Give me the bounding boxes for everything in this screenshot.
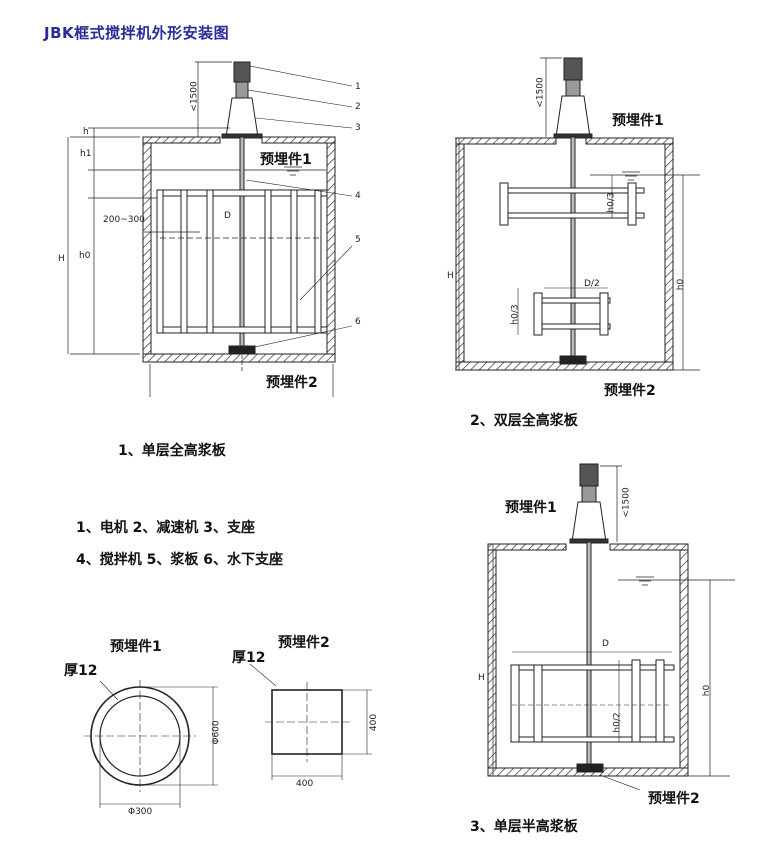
fig1-dim-h: h [83,127,89,137]
part1-inner-dia: Φ300 [128,807,153,817]
fig1-dim-h0: h0 [79,251,91,261]
fig3-dim-h0-2: h0/2 [612,712,623,733]
legend-line-2: 4、搅拌机 5、浆板 6、水下支座 [76,552,283,568]
fig2-embed2-label: 预埋件2 [604,383,656,399]
part1-title: 预埋件1 [110,639,162,655]
embedded-part-1-drawing [84,680,218,808]
embedded-part-2-drawing [249,663,372,780]
fig2-dim-H: H [447,271,454,281]
fig1-dim-limit: <1500 [189,81,200,112]
figure-1-single-full-height [67,61,353,397]
fig3-embed2-label: 预埋件2 [648,791,700,807]
fig2-dim-D2: D/2 [584,279,600,289]
fig1-embed2-label: 预埋件2 [266,375,318,391]
fig2-dim-h0-3-lower: h0/3 [510,304,521,325]
page-title: JBK框式搅拌机外形安装图 [44,24,230,42]
callout-3: 3 [355,123,361,133]
figure-2-double-full-height [455,57,700,371]
part2-title: 预埋件2 [278,635,330,651]
figure-3-single-half-height [487,463,735,791]
callout-5: 5 [355,235,361,245]
fig3-dim-h0: h0 [702,684,713,697]
fig3-dim-D: D [602,639,609,649]
fig1-dim-D: D [224,211,231,221]
legend-line-1: 1、电机 2、减速机 3、支座 [76,520,255,536]
fig2-embed1-label: 预埋件1 [612,113,664,129]
callout-1: 1 [355,82,361,92]
fig3-embed1-label: 预埋件1 [505,500,557,516]
fig3-caption: 3、单层半高浆板 [470,819,578,835]
fig2-dim-limit: <1500 [535,77,546,108]
fig3-dim-limit: <1500 [621,487,632,518]
part1-thickness: 厚12 [64,663,98,679]
fig2-dim-h0: h0 [676,278,687,291]
part2-height: 400 [369,713,380,732]
fig2-dim-h0-3-upper: h0/3 [606,192,617,213]
fig1-dim-h1: h1 [80,149,92,159]
fig1-caption: 1、单层全高浆板 [118,443,226,459]
part1-outer-dia: Φ600 [211,720,222,745]
part2-thickness: 厚12 [232,650,266,666]
fig1-dim-H: H [58,254,65,264]
callout-2: 2 [355,102,361,112]
fig3-dim-H: H [478,673,485,683]
fig1-embed1-label: 预埋件1 [260,152,312,168]
part2-width: 400 [296,779,314,789]
callout-6: 6 [355,317,361,327]
fig1-dim-gap: 200~300 [103,215,145,225]
fig2-caption: 2、双层全高浆板 [470,413,578,429]
callout-4: 4 [355,191,361,201]
